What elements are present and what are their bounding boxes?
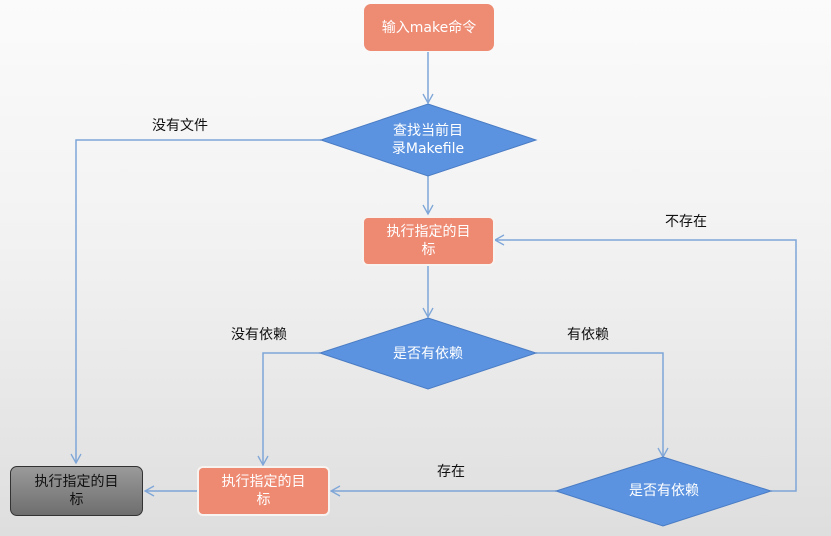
edge-not-exist (493, 234, 797, 492)
find-makefile-diamond[interactable] (319, 103, 538, 177)
has-deps-diamond-2[interactable] (554, 456, 773, 527)
edge-has-deps (536, 352, 669, 459)
start-node[interactable]: 输入make命令 (364, 4, 494, 51)
has-deps-1-text: 是否有依赖 (393, 346, 463, 362)
exec-target-node-final[interactable]: 执行指定的目 标 (10, 466, 143, 516)
exec-target-final-line1: 执行指定的目 (34, 474, 119, 490)
find-makefile-label-line1: 查找当前目 (393, 123, 463, 139)
edge-label-no-deps: 没有依赖 (231, 327, 287, 343)
exec-target-node-1[interactable]: 执行指定的目 标 (362, 216, 495, 266)
has-deps-label-2: 是否有依赖 (596, 481, 732, 501)
has-deps-2-text: 是否有依赖 (629, 483, 699, 499)
exec-target-final-line2: 标 (69, 492, 84, 508)
exec-target-2-line1: 执行指定的目 (221, 474, 306, 490)
find-makefile-label: 查找当前目 录Makefile (360, 118, 496, 162)
has-deps-label-1: 是否有依赖 (360, 344, 496, 364)
edge-no-deps (257, 352, 320, 467)
exec-target-1-line2: 标 (421, 242, 436, 258)
has-deps-diamond-1[interactable] (318, 317, 538, 390)
exec-target-2-line2: 标 (256, 492, 271, 508)
edge-label-not-exist: 不存在 (665, 214, 707, 230)
edge-label-exist: 存在 (437, 464, 465, 480)
find-makefile-label-line2: 录Makefile (391, 141, 465, 157)
edge-label-has-deps: 有依赖 (567, 327, 609, 343)
edge-no-file (70, 139, 321, 465)
start-node-label: 输入make命令 (381, 19, 477, 36)
exec-target-node-2[interactable]: 执行指定的目 标 (197, 466, 330, 516)
edge-label-no-file: 没有文件 (152, 118, 208, 134)
exec-target-1-line1: 执行指定的目 (386, 224, 471, 240)
